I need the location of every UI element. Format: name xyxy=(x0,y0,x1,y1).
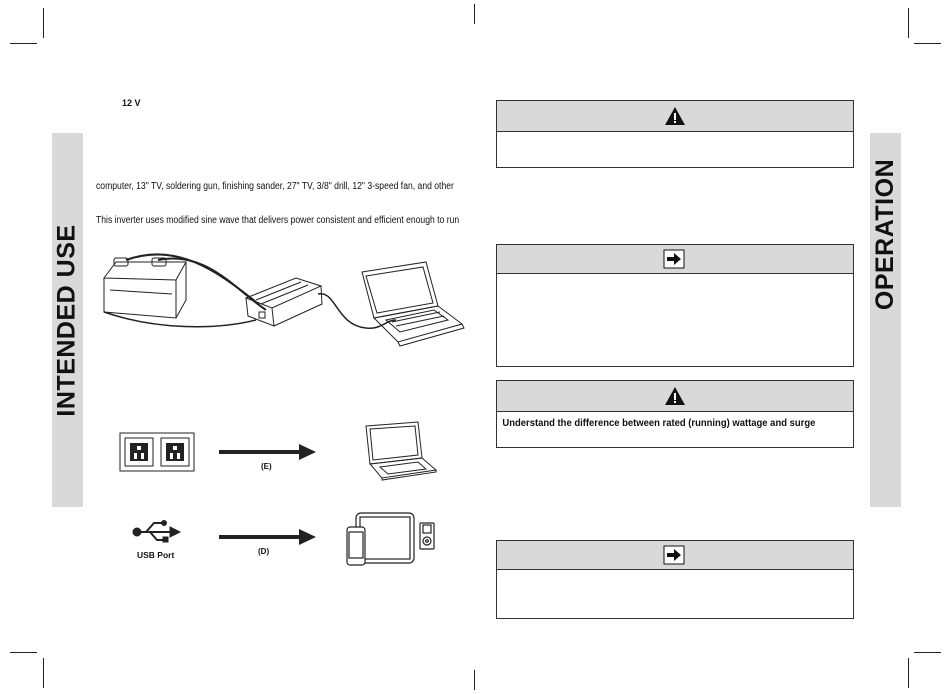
crop-mark xyxy=(43,658,44,688)
crop-mark xyxy=(474,4,475,24)
usb-icon xyxy=(132,520,182,543)
operation-label: OPERATION xyxy=(871,158,900,310)
intended-use-label: INTENDED USE xyxy=(53,223,82,417)
ac-arrow-icon xyxy=(219,444,316,460)
crop-mark xyxy=(914,652,941,653)
warning-bar xyxy=(497,101,853,132)
paragraph-examples: computer, 13" TV, soldering gun, finishi… xyxy=(96,181,454,192)
voltage-label: 12 V xyxy=(122,98,141,108)
warning-bar xyxy=(497,381,853,412)
wattage-warning-text: Understand the difference between rated … xyxy=(502,417,816,429)
laptop-icon xyxy=(365,421,438,481)
crop-mark xyxy=(10,652,37,653)
crop-mark xyxy=(10,43,37,44)
note-notice-bottom xyxy=(496,540,854,619)
crop-mark xyxy=(43,8,44,38)
note-text-bottom xyxy=(497,570,817,580)
crop-mark xyxy=(474,670,475,690)
crop-mark xyxy=(914,43,941,44)
intended-use-tab: INTENDED USE xyxy=(52,133,83,507)
usb-arrow-icon xyxy=(219,529,316,545)
warning-notice xyxy=(496,100,854,168)
note-notice xyxy=(496,244,854,367)
note-bar xyxy=(497,541,853,570)
inverter-connection-illustration xyxy=(103,253,465,347)
note-bar xyxy=(497,245,853,274)
crop-mark xyxy=(908,8,909,38)
usb-output-label: (D) xyxy=(258,547,270,556)
arrow-note-icon xyxy=(663,249,685,269)
mobile-devices-icon xyxy=(346,512,435,566)
paragraph-inverter: This inverter uses modified sine wave th… xyxy=(96,215,460,226)
ac-outlet-icon xyxy=(119,432,195,472)
note-text xyxy=(497,274,817,284)
usb-port-label: USB Port xyxy=(137,550,175,560)
ac-output-label: (E) xyxy=(261,462,272,471)
warning-icon xyxy=(665,107,685,125)
operation-tab: OPERATION xyxy=(870,133,901,507)
warning-icon xyxy=(665,387,685,405)
arrow-note-icon xyxy=(663,545,685,565)
wattage-warning-notice: Understand the difference between rated … xyxy=(496,380,854,448)
warning-text xyxy=(497,132,817,142)
crop-mark xyxy=(908,658,909,688)
